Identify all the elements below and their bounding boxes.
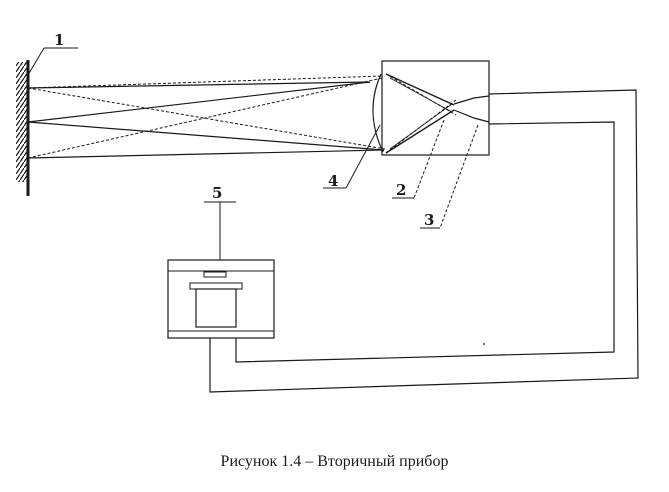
leader-1 — [27, 47, 78, 76]
mirror-element-1 — [16, 60, 30, 196]
label-1: 1 — [54, 31, 64, 49]
leader-5 — [204, 201, 236, 260]
label-3: 3 — [424, 211, 434, 229]
connecting-wires — [209, 89, 639, 393]
figure-caption: Рисунок 1.4 – Вторичный прибор — [220, 453, 449, 470]
speck — [483, 343, 485, 345]
optical-rays — [27, 75, 386, 159]
label-2: 2 — [396, 181, 406, 199]
leaders-2-3-4 — [323, 119, 479, 229]
secondary-instrument-5 — [167, 259, 275, 339]
label-4: 4 — [328, 172, 338, 190]
receiver-box — [381, 60, 490, 156]
label-5: 5 — [212, 184, 222, 202]
lens-element-4 — [372, 73, 384, 153]
